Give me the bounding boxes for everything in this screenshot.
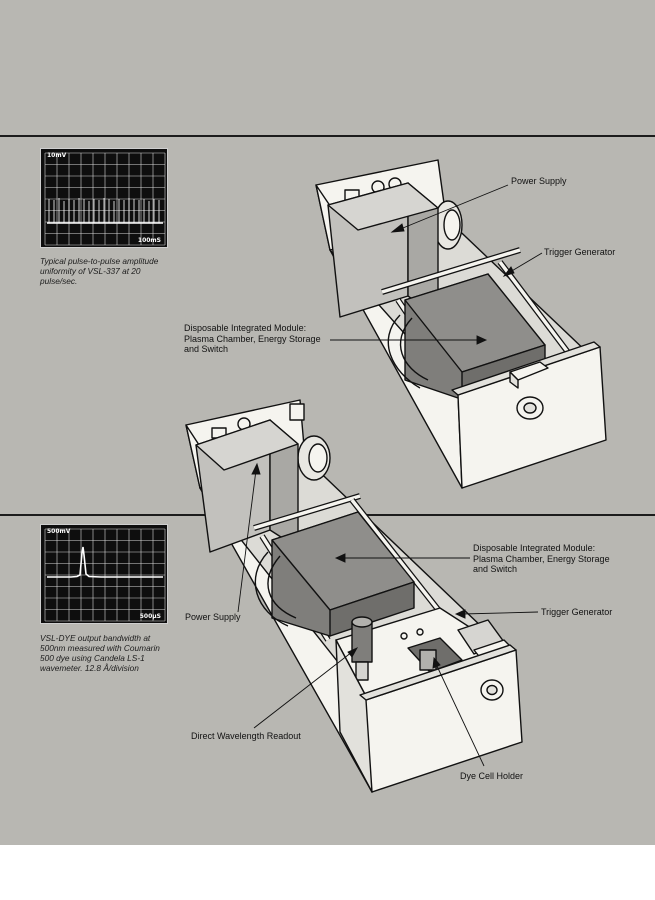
label-module-lower-line1: Disposable Integrated Module: — [473, 543, 596, 553]
label-module-lower-line3: and Switch — [473, 564, 518, 574]
scope-time-scale: 100mS — [137, 237, 161, 244]
label-module-upper-line3: and Switch — [184, 344, 229, 354]
oscilloscope-trace-output-bandwidth: 500mV 500μS — [40, 524, 168, 624]
label-module-lower-line2: Plasma Chamber, Energy Storage — [473, 553, 610, 564]
lower-laser-unit — [185, 399, 523, 793]
label-trigger-generator-lower: Trigger Generator — [541, 607, 613, 617]
label-dye-cell-holder: Dye Cell Holder — [460, 771, 524, 781]
scope-time-scale: 500μS — [139, 613, 161, 620]
label-module-lower: Disposable Integrated Module: Plasma Cha… — [473, 543, 610, 575]
label-module-upper-line1: Disposable Integrated Module: — [184, 323, 307, 333]
brochure-page: 10mV 100mS Typical pulse-to-pulse amplit… — [0, 0, 655, 845]
laser-unit-illustrations — [185, 159, 607, 793]
upper-laser-unit — [315, 159, 607, 489]
scope-vertical-scale: 10mV — [47, 152, 67, 159]
page-margin-bottom — [0, 845, 655, 900]
label-direct-wavelength-readout: Direct Wavelength Readout — [191, 731, 301, 741]
label-module-upper: Disposable Integrated Module: Plasma Cha… — [184, 323, 321, 355]
label-power-supply-lower: Power Supply — [185, 612, 241, 622]
oscilloscope-trace-pulse-uniformity: 10mV 100mS — [40, 148, 168, 248]
label-trigger-generator-upper: Trigger Generator — [544, 247, 616, 257]
caption-output-bandwidth: VSL-DYE output bandwidth at 500nm measur… — [40, 633, 160, 673]
scope-vertical-scale: 500mV — [47, 528, 71, 535]
callout-leaders — [237, 184, 543, 767]
scope-grid-top — [44, 152, 166, 246]
label-power-supply-upper: Power Supply — [511, 176, 567, 186]
label-module-upper-line2: Plasma Chamber, Energy Storage — [184, 333, 321, 344]
caption-pulse-uniformity: Typical pulse-to-pulse amplitude uniform… — [40, 256, 159, 286]
section-divider-top — [0, 135, 655, 137]
scope-grid-bottom — [44, 528, 166, 622]
